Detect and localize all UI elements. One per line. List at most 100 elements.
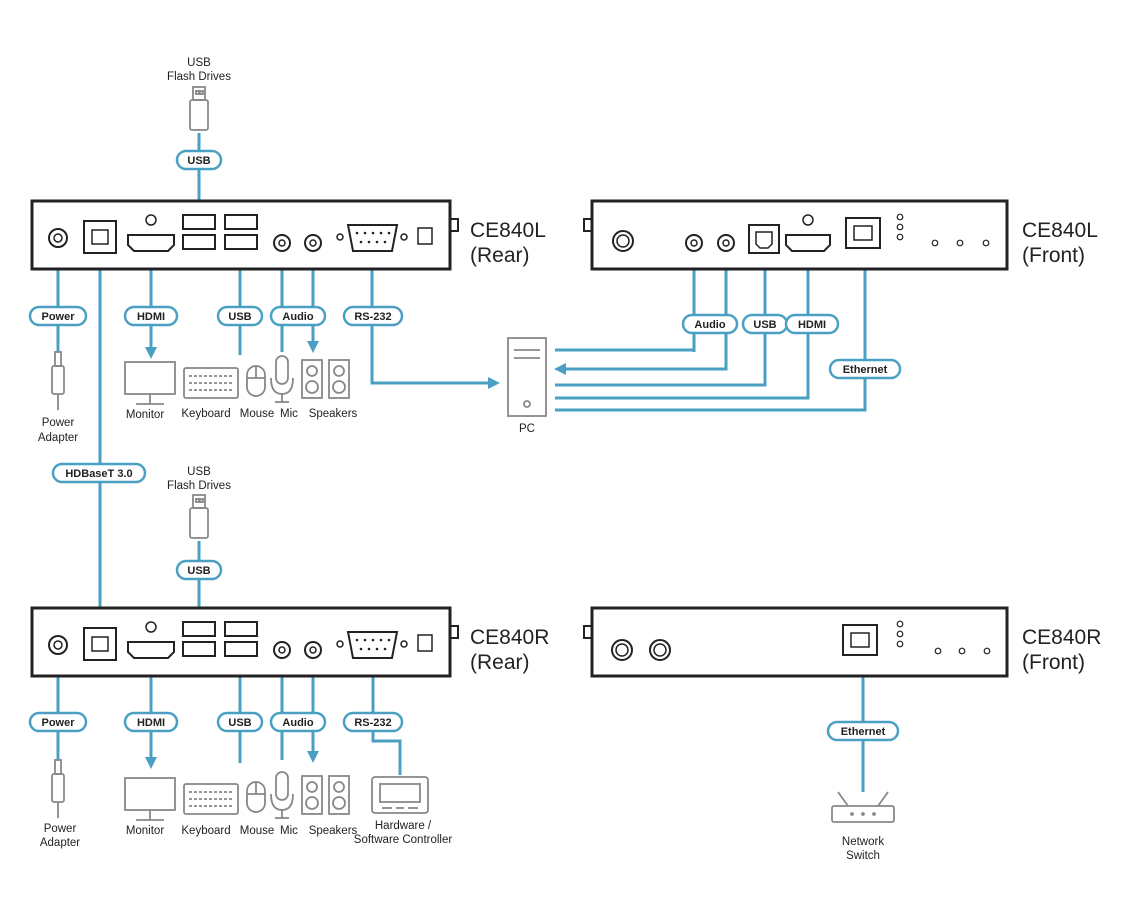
device-name-ce840r-rear: CE840R <box>470 626 549 649</box>
power-adapter-icon <box>51 759 65 818</box>
cable-usb-front <box>555 254 767 387</box>
label-pc: PC <box>519 423 535 435</box>
audio-jack-icon <box>273 234 291 252</box>
device-name-ce840r-front: CE840R <box>1022 626 1101 649</box>
tag-power-r-label: Power <box>41 717 75 729</box>
keyboard-icon <box>183 783 239 815</box>
label-mouse-r: Mouse <box>240 825 275 837</box>
tag-usb-flash-r-label: USB <box>187 565 210 577</box>
power-jack-icon <box>48 635 68 655</box>
tag-audio-l-label: Audio <box>282 311 313 323</box>
tag-hdmi-r: HDMI <box>123 711 179 733</box>
tag-audio-l: Audio <box>269 305 327 327</box>
tag-usb-flash-l: USB <box>175 149 223 171</box>
db9-pins-l <box>355 231 391 244</box>
tag-hdmi-front: HDMI <box>784 313 840 335</box>
label-keyboard-l: Keyboard <box>181 408 230 420</box>
hdmi-port-icon <box>127 641 175 659</box>
network-switch-icon <box>831 791 895 823</box>
label-power-adapter-r-1: Power <box>44 823 77 835</box>
label-usb-flash-r-2: Flash Drives <box>167 480 231 492</box>
audio-jack-icon <box>273 641 291 659</box>
tag-power-l-label: Power <box>41 311 75 323</box>
device-name-ce840l-rear: CE840L <box>470 219 546 242</box>
label-usb-flash-r-1: USB <box>187 466 211 478</box>
power-jack-icon <box>48 228 68 248</box>
pc-tower-icon <box>507 337 547 417</box>
tag-hdbaset: HDBaseT 3.0 <box>51 462 147 484</box>
tag-audio-front-label: Audio <box>694 319 725 331</box>
label-network-2: Switch <box>846 850 880 862</box>
peripherals <box>51 86 895 823</box>
tag-rs232-r: RS-232 <box>342 711 404 733</box>
mouse-icon <box>246 365 266 397</box>
dip-switch-icon <box>417 634 433 652</box>
cable-tags: USB Power HDMI USB Audio RS-232 Audio U <box>28 149 902 742</box>
tag-usb-front: USB <box>741 313 789 335</box>
power-adapter-icon <box>51 351 65 410</box>
label-monitor-l: Monitor <box>126 409 165 421</box>
tag-usb-l-label: USB <box>228 311 251 323</box>
usb-port-icon <box>182 214 216 230</box>
controller-icon <box>371 776 429 814</box>
monitor-icon <box>124 777 176 821</box>
device-sub-ce840r-rear: (Rear) <box>470 651 530 674</box>
power-button-icon <box>611 639 633 661</box>
label-usb-flash-l-2: Flash Drives <box>167 71 231 83</box>
device-sub-ce840r-front: (Front) <box>1022 651 1085 674</box>
tag-rs232-l: RS-232 <box>342 305 404 327</box>
hdmi-port-icon <box>127 234 175 252</box>
rj45-port-icon <box>845 217 881 249</box>
dip-switch-icon <box>417 227 433 245</box>
rj45-port-icon <box>83 627 117 661</box>
label-monitor-r: Monitor <box>126 825 165 837</box>
tag-hdmi-l-label: HDMI <box>137 311 165 323</box>
tag-ethernet-r-label: Ethernet <box>841 726 886 738</box>
led-indicator-icon <box>934 647 942 655</box>
tag-usb-flash-r: USB <box>175 559 223 581</box>
device-sub-ce840l-front: (Front) <box>1022 244 1085 267</box>
gnd-icon <box>802 214 814 226</box>
label-mouse-l: Mouse <box>240 408 275 420</box>
rj45-port-icon <box>83 220 117 254</box>
cable-audio-in-front <box>554 254 728 375</box>
label-speakers-l: Speakers <box>309 408 358 420</box>
mouse-icon <box>246 781 266 813</box>
tag-usb-r-label: USB <box>228 717 251 729</box>
ce840l-front-panel <box>583 199 1009 271</box>
speakers-icon <box>301 775 350 815</box>
tag-usb-l: USB <box>216 305 264 327</box>
mic-icon <box>270 355 294 403</box>
tag-usb-front-label: USB <box>753 319 776 331</box>
tag-audio-r: Audio <box>269 711 327 733</box>
device-sub-ce840l-rear: (Rear) <box>470 244 530 267</box>
db9-pins-r <box>355 638 391 651</box>
tag-rs232-l-label: RS-232 <box>354 311 391 323</box>
tag-hdmi-l: HDMI <box>123 305 179 327</box>
monitor-icon <box>124 361 176 405</box>
db9-port-icon <box>346 631 399 659</box>
label-power-adapter-r-2: Adapter <box>40 837 80 849</box>
keyboard-icon <box>183 367 239 399</box>
label-controller-1: Hardware / <box>375 820 432 832</box>
tag-usb-r: USB <box>216 711 264 733</box>
tag-audio-front: Audio <box>681 313 739 335</box>
label-mic-l: Mic <box>280 408 298 420</box>
tag-hdmi-r-label: HDMI <box>137 717 165 729</box>
tag-rs232-r-label: RS-232 <box>354 717 391 729</box>
tag-power-r: Power <box>28 711 88 733</box>
gnd-icon <box>145 621 157 633</box>
ce840l-rear-panel <box>30 199 459 271</box>
tag-hdbaset-label: HDBaseT 3.0 <box>65 468 132 480</box>
label-mic-r: Mic <box>280 825 298 837</box>
cable-hdmi-front <box>555 257 814 400</box>
tag-ethernet-front: Ethernet <box>828 358 902 380</box>
usb-flash-drive-icon <box>189 86 209 131</box>
tag-usb-flash-l-label: USB <box>187 155 210 167</box>
ce840r-front-panel <box>583 606 1009 678</box>
cables <box>56 133 867 792</box>
label-keyboard-r: Keyboard <box>181 825 230 837</box>
power-button-icon <box>612 230 634 252</box>
usb-b-port-icon <box>748 224 780 254</box>
